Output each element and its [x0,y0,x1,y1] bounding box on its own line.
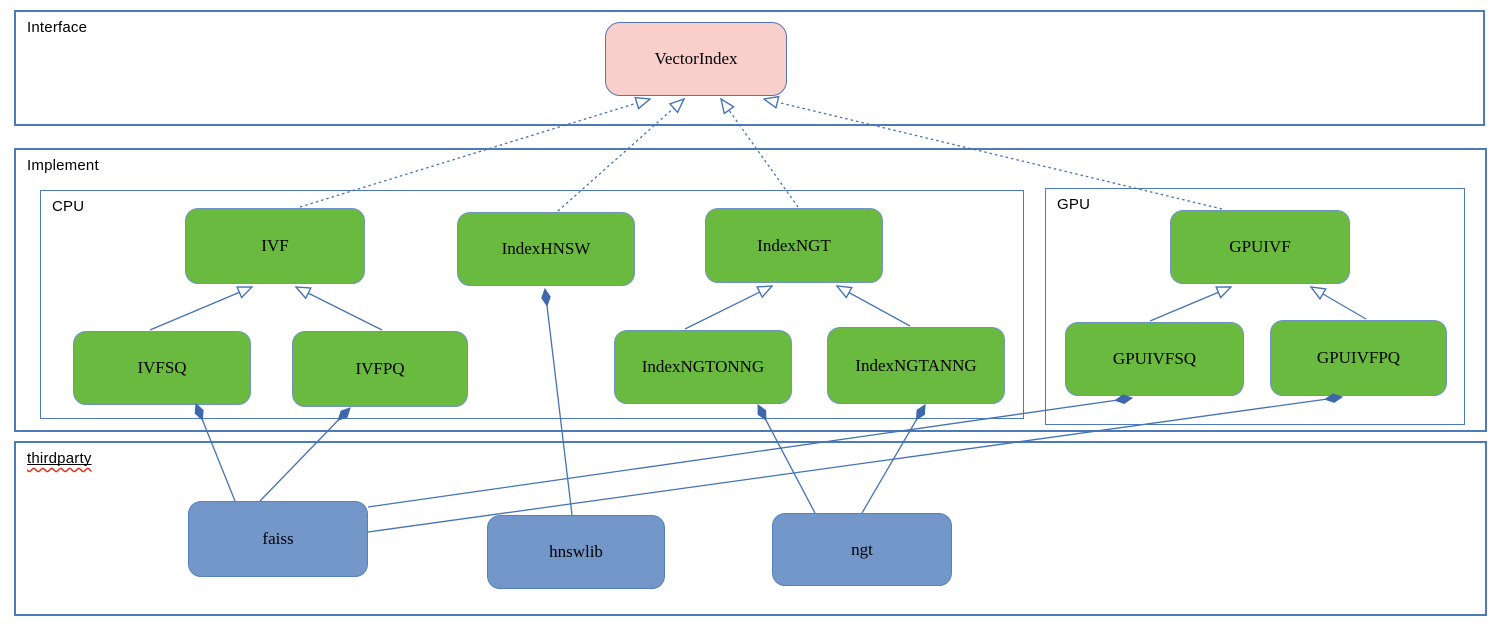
node-gpuivfsq[interactable]: GPUIVFSQ [1065,322,1244,396]
node-ngt[interactable]: ngt [772,513,952,586]
node-faiss[interactable]: faiss [188,501,368,577]
node-vectorindex[interactable]: VectorIndex [605,22,787,96]
spellcheck-squiggle: thirdparty [27,450,92,467]
container-thirdparty-label: thirdparty [27,450,92,467]
node-ivf[interactable]: IVF [185,208,365,284]
container-gpu-label: GPU [1057,196,1091,213]
node-indexngt[interactable]: IndexNGT [705,208,883,283]
node-gpuivfpq[interactable]: GPUIVFPQ [1270,320,1447,396]
container-interface-label: Interface [27,19,88,36]
node-indexngtonng[interactable]: IndexNGTONNG [614,330,792,404]
container-cpu-label: CPU [52,198,85,215]
node-indexngtanng[interactable]: IndexNGTANNG [827,327,1005,404]
node-hnswlib[interactable]: hnswlib [487,515,665,589]
node-ivfpq[interactable]: IVFPQ [292,331,468,407]
node-gpuivf[interactable]: GPUIVF [1170,210,1350,284]
node-indexhnsw[interactable]: IndexHNSW [457,212,635,286]
node-ivfsq[interactable]: IVFSQ [73,331,251,405]
container-implement-label: Implement [27,157,99,174]
